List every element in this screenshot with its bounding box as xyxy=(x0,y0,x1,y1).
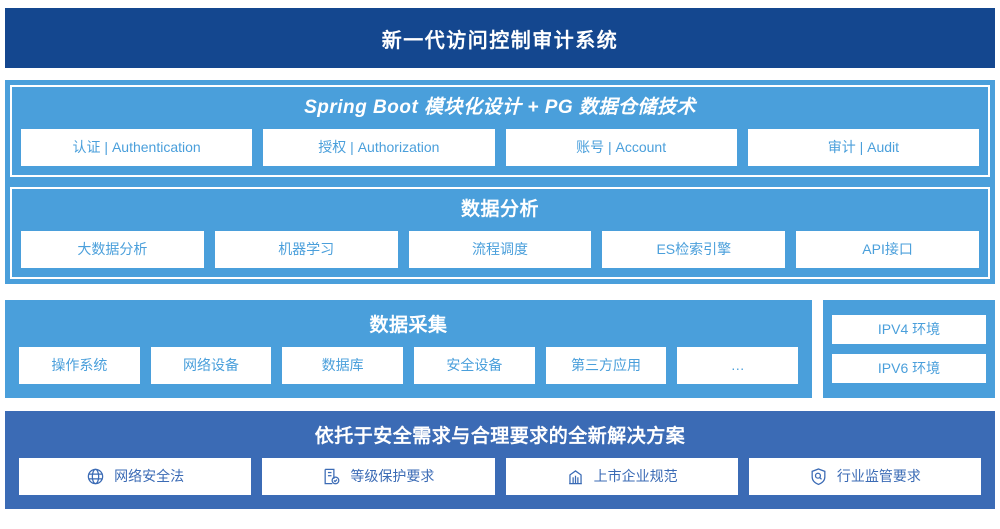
document-check-icon xyxy=(322,467,341,486)
analysis-card[interactable]: 流程调度 xyxy=(408,230,592,268)
collection-card[interactable]: 安全设备 xyxy=(414,346,535,384)
collection-panel: 数据采集 操作系统 网络设备 数据库 安全设备 第三方应用 … xyxy=(5,299,812,398)
shield-search-icon xyxy=(809,467,828,486)
platform-card[interactable]: 账号 | Account xyxy=(505,128,737,166)
compliance-section: 依托于安全需求与合理要求的全新解决方案 网络安全法 xyxy=(5,410,995,509)
collection-inner: 数据采集 操作系统 网络设备 数据库 安全设备 第三方应用 … xyxy=(10,305,807,393)
compliance-title: 依托于安全需求与合理要求的全新解决方案 xyxy=(314,425,686,447)
analysis-panel: 数据分析 大数据分析 机器学习 流程调度 ES检索引擎 API接口 xyxy=(10,186,990,279)
analysis-card[interactable]: API接口 xyxy=(796,230,979,268)
analysis-card[interactable]: 机器学习 xyxy=(214,230,398,268)
page-title: 新一代访问控制审计系统 xyxy=(5,8,995,68)
platform-panel: Spring Boot 模块化设计 + PG 数据仓储技术 认证 | Authe… xyxy=(10,85,990,177)
platform-card[interactable]: 授权 | Authorization xyxy=(263,128,495,166)
bank-building-icon xyxy=(566,467,585,486)
environment-card-ipv6[interactable]: IPV6 环境 xyxy=(832,353,986,383)
analysis-card[interactable]: 大数据分析 xyxy=(21,230,204,268)
platform-title: Spring Boot 模块化设计 + PG 数据仓储技术 xyxy=(304,97,696,118)
collection-card[interactable]: 操作系统 xyxy=(19,346,140,384)
platform-card[interactable]: 认证 | Authentication xyxy=(21,128,253,166)
compliance-card-label: 网络安全法 xyxy=(114,468,185,485)
analysis-title: 数据分析 xyxy=(460,198,539,220)
compliance-card[interactable]: 网络安全法 xyxy=(19,457,252,495)
collection-card-row: 操作系统 网络设备 数据库 安全设备 第三方应用 … xyxy=(19,346,799,384)
compliance-card[interactable]: 行业监管要求 xyxy=(748,457,981,495)
collection-section: 数据采集 操作系统 网络设备 数据库 安全设备 第三方应用 … IPV4 环境 … xyxy=(5,299,995,398)
compliance-card-row: 网络安全法 等级保护要求 xyxy=(19,457,981,495)
platform-analysis-section: Spring Boot 模块化设计 + PG 数据仓储技术 认证 | Authe… xyxy=(5,80,995,284)
compliance-card[interactable]: 等级保护要求 xyxy=(262,457,495,495)
panel-divider-space xyxy=(10,177,990,187)
collection-card[interactable]: 数据库 xyxy=(282,346,404,384)
analysis-card-row: 大数据分析 机器学习 流程调度 ES检索引擎 API接口 xyxy=(21,230,979,268)
compliance-card-label: 等级保护要求 xyxy=(350,468,435,485)
collection-card[interactable]: 第三方应用 xyxy=(545,346,667,384)
environment-panel: IPV4 环境 IPV6 环境 xyxy=(823,299,995,398)
collection-card[interactable]: 网络设备 xyxy=(150,346,272,384)
collection-card-more[interactable]: … xyxy=(677,346,799,384)
compliance-card-label: 上市企业规范 xyxy=(593,468,678,485)
analysis-card[interactable]: ES检索引擎 xyxy=(602,230,786,268)
environment-card-ipv4[interactable]: IPV4 环境 xyxy=(832,314,986,344)
platform-card[interactable]: 审计 | Audit xyxy=(747,128,979,166)
compliance-inner: 依托于安全需求与合理要求的全新解决方案 网络安全法 xyxy=(10,416,990,504)
platform-card-row: 认证 | Authentication 授权 | Authorization 账… xyxy=(21,128,979,166)
compliance-card-label: 行业监管要求 xyxy=(836,468,921,485)
compliance-card[interactable]: 上市企业规范 xyxy=(505,457,738,495)
globe-icon xyxy=(86,467,105,486)
collection-title: 数据采集 xyxy=(369,314,448,336)
